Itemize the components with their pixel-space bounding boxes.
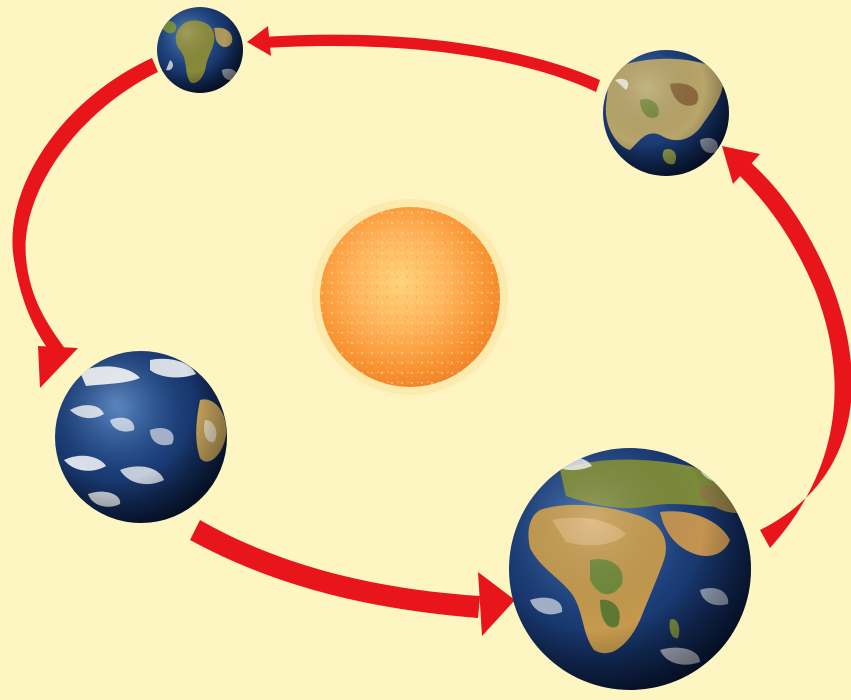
arrow-shape: [12, 58, 158, 358]
arrow-shape: [722, 146, 760, 184]
arrow-shape: [736, 160, 851, 548]
arrow-shape: [262, 34, 600, 92]
arrow-bottom: [190, 520, 515, 636]
arrow-shape: [38, 346, 78, 388]
sun: [288, 175, 532, 419]
earth-left: [55, 351, 227, 523]
arrow-top: [247, 26, 600, 92]
arrow-shape: [190, 520, 480, 618]
arrow-right: [722, 146, 851, 548]
earth-bottom-right: [509, 448, 751, 690]
arrow-shape: [478, 572, 515, 636]
earth-top-left: [157, 7, 243, 93]
arrow-left: [12, 58, 158, 388]
earth-top-right: [603, 50, 729, 176]
arrow-shape: [247, 26, 271, 56]
orbit-arrows: [12, 26, 851, 636]
